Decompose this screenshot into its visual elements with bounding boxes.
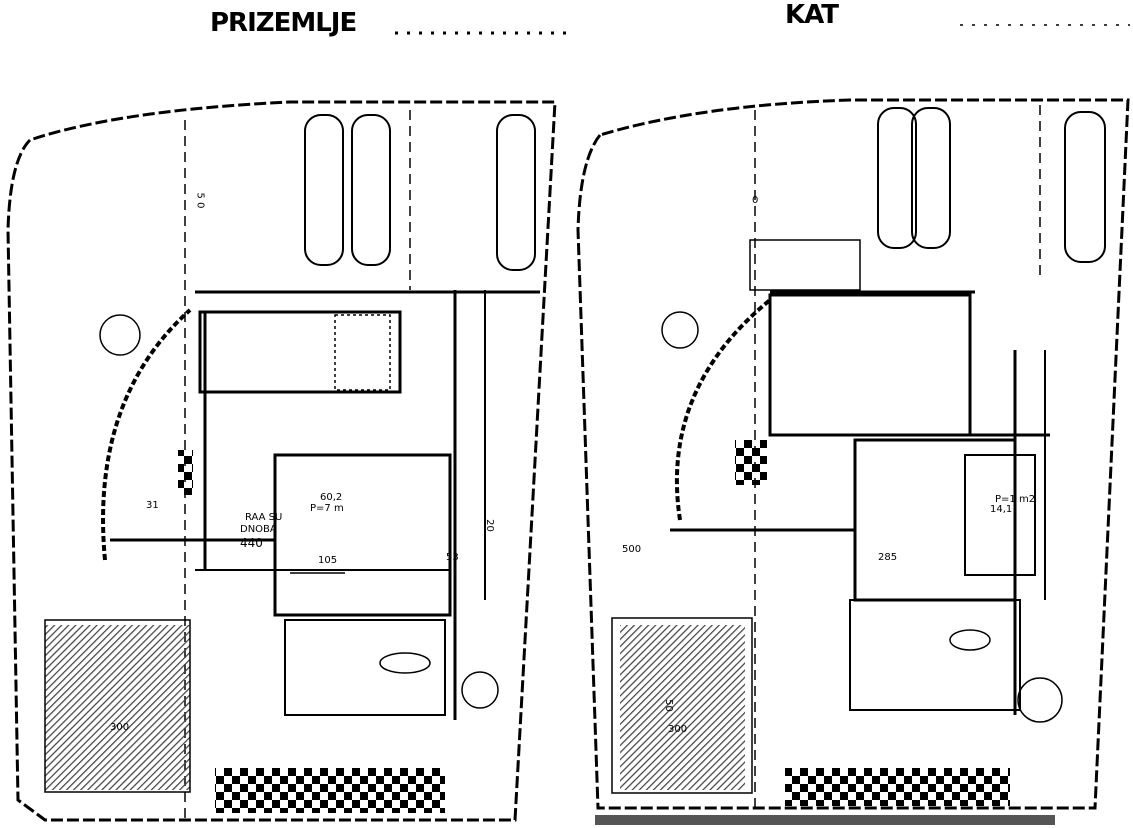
plan-title-right: KAT xyxy=(785,0,839,30)
area-label: 14,1 xyxy=(990,504,1013,515)
dim-label: 285 xyxy=(878,552,898,563)
room-label: RAA SU xyxy=(245,512,283,523)
plan-left xyxy=(6,100,557,822)
dim-label: 53 xyxy=(446,552,459,563)
area-unit-label: P=1 m2 xyxy=(995,494,1036,505)
dim-label: 300 xyxy=(110,722,130,733)
dim-label: 20 xyxy=(483,519,495,532)
scale-bar xyxy=(595,815,1055,825)
room xyxy=(198,310,402,394)
dim-label: 440 xyxy=(240,536,263,550)
hatched-area xyxy=(45,625,190,790)
room-living xyxy=(273,453,452,617)
room-label: DNOBA xyxy=(240,524,277,535)
stairs xyxy=(334,314,391,391)
plot-boundary-left xyxy=(6,100,557,822)
dim-label: 0 xyxy=(752,195,759,206)
plan-right xyxy=(576,98,1130,825)
paving xyxy=(215,768,445,813)
table xyxy=(379,652,431,674)
dim-label: 31 xyxy=(146,500,159,511)
parked-car xyxy=(304,114,536,271)
dim-label: 105 xyxy=(318,555,338,566)
plan-title-left: PRIZEMLJE xyxy=(210,8,357,38)
dim-label: 500 xyxy=(622,544,642,555)
dim-label: 300 xyxy=(668,724,688,735)
area-label: 60,2 xyxy=(320,492,343,503)
dim-label: 50 xyxy=(662,699,674,712)
dim-label: 5 0 xyxy=(194,192,206,209)
room-dining xyxy=(284,619,446,716)
plot-boundary-right xyxy=(576,98,1130,810)
area-unit-label: P=7 m xyxy=(310,503,344,514)
curved-wall xyxy=(101,308,192,561)
